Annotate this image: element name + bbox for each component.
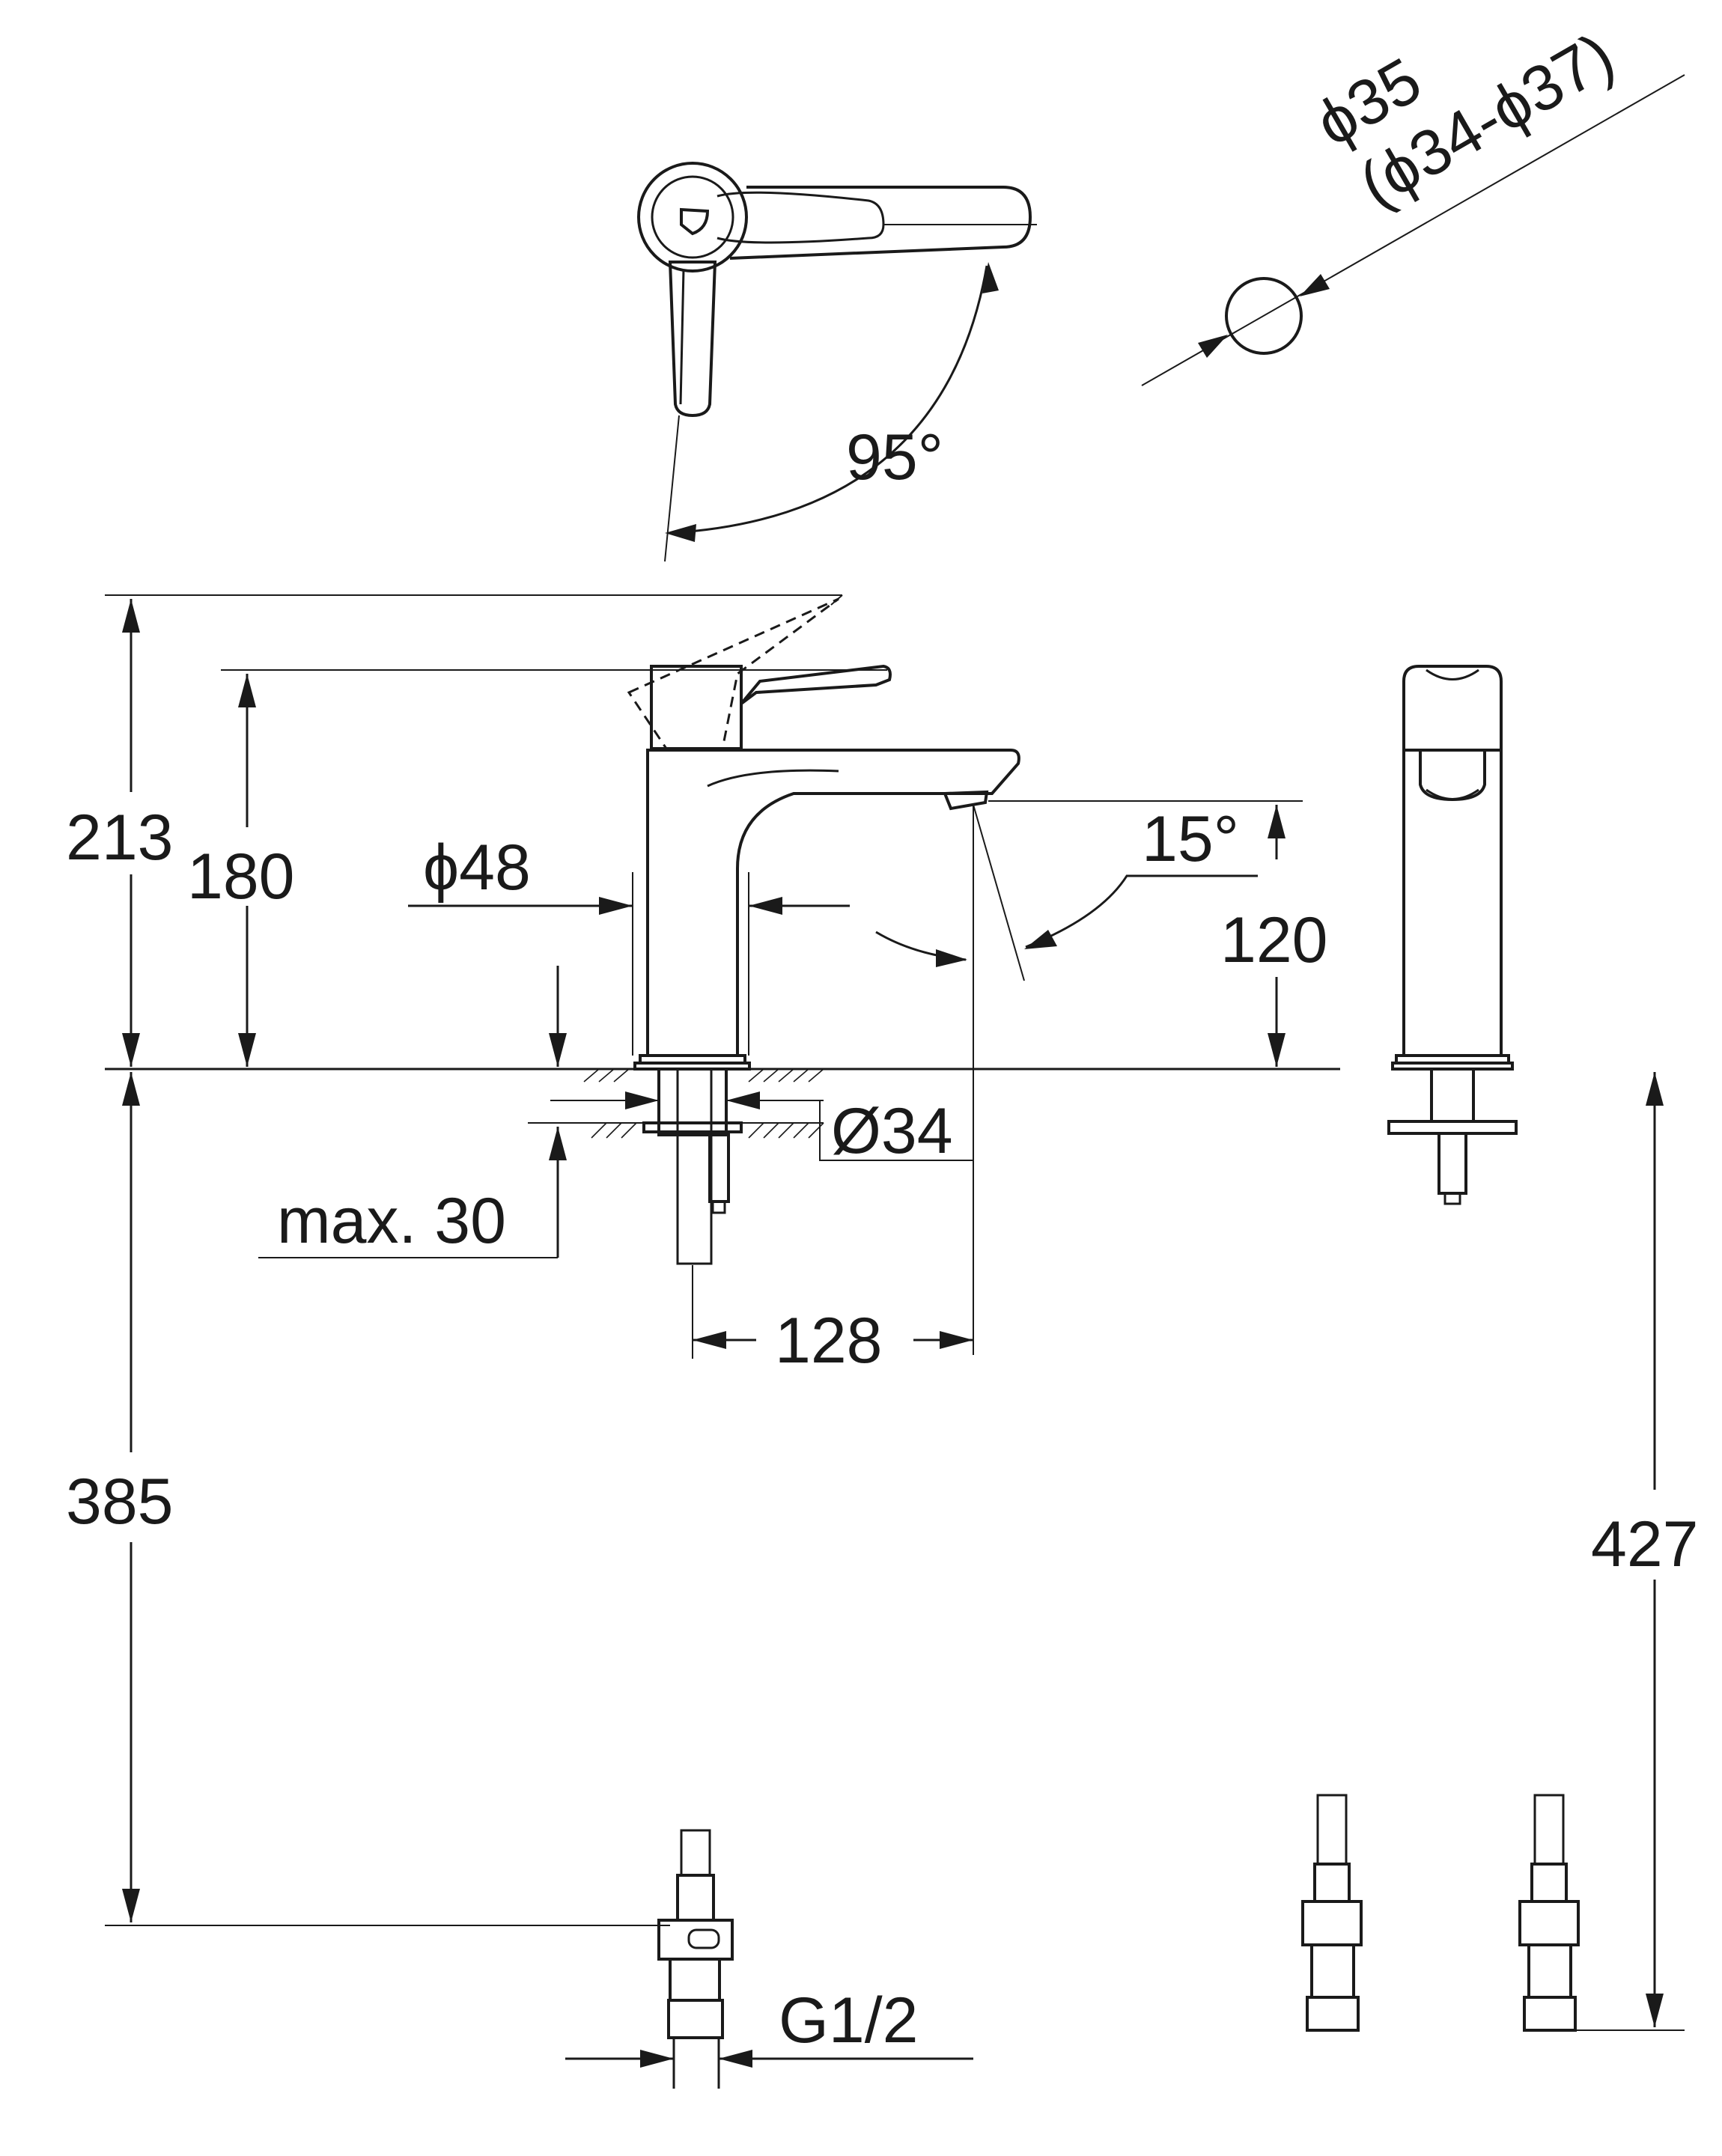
spout-height-dimension: 120 xyxy=(988,800,1328,1067)
shank-diameter-dimension: Ø34 xyxy=(550,1091,973,1167)
hose-length-front-label: 385 xyxy=(66,1466,174,1538)
deck-and-shank xyxy=(105,1068,1340,1265)
total-height-dimension: 213 xyxy=(66,594,843,1067)
deck-thickness-dimension: max. 30 xyxy=(258,966,591,1258)
body-height-label: 180 xyxy=(187,841,295,913)
deck-thickness-label: max. 30 xyxy=(277,1185,506,1257)
hose-length-front-dimension: 385 xyxy=(66,1072,670,1926)
mounting-hole-detail: ϕ35 (ϕ34-ϕ37) xyxy=(1141,19,1685,386)
base-diameter-label: ϕ48 xyxy=(423,832,531,904)
hose-connector-right-a xyxy=(1301,1794,1363,2032)
handle-rotation-label: 95° xyxy=(846,421,943,493)
connection-thread-dimension: G1/2 xyxy=(565,1985,973,2068)
top-view-handle xyxy=(637,162,1037,418)
shank-diameter-label: Ø34 xyxy=(831,1095,953,1167)
body-height-dimension: 180 xyxy=(187,669,887,1067)
spout-reach-dimension: 128 xyxy=(692,1265,973,1377)
connection-thread-label: G1/2 xyxy=(779,1985,918,2056)
spout-height-label: 120 xyxy=(1220,904,1328,976)
hose-connector-right-b xyxy=(1518,1794,1580,2032)
front-view-faucet xyxy=(1387,665,1518,1205)
spout-reach-label: 128 xyxy=(775,1305,883,1377)
hose-length-side-label: 427 xyxy=(1591,1508,1699,1580)
base-diameter-dimension: ϕ48 xyxy=(408,832,850,1056)
hose-connector-left xyxy=(657,1829,734,2089)
hose-length-side-dimension: 427 xyxy=(1550,1072,1699,2031)
handle-rotation-dimension: 95° xyxy=(664,262,999,562)
total-height-label: 213 xyxy=(66,802,174,874)
spout-angle-label: 15° xyxy=(1142,803,1239,875)
spout-angle-dimension: 15° xyxy=(875,803,1258,1355)
